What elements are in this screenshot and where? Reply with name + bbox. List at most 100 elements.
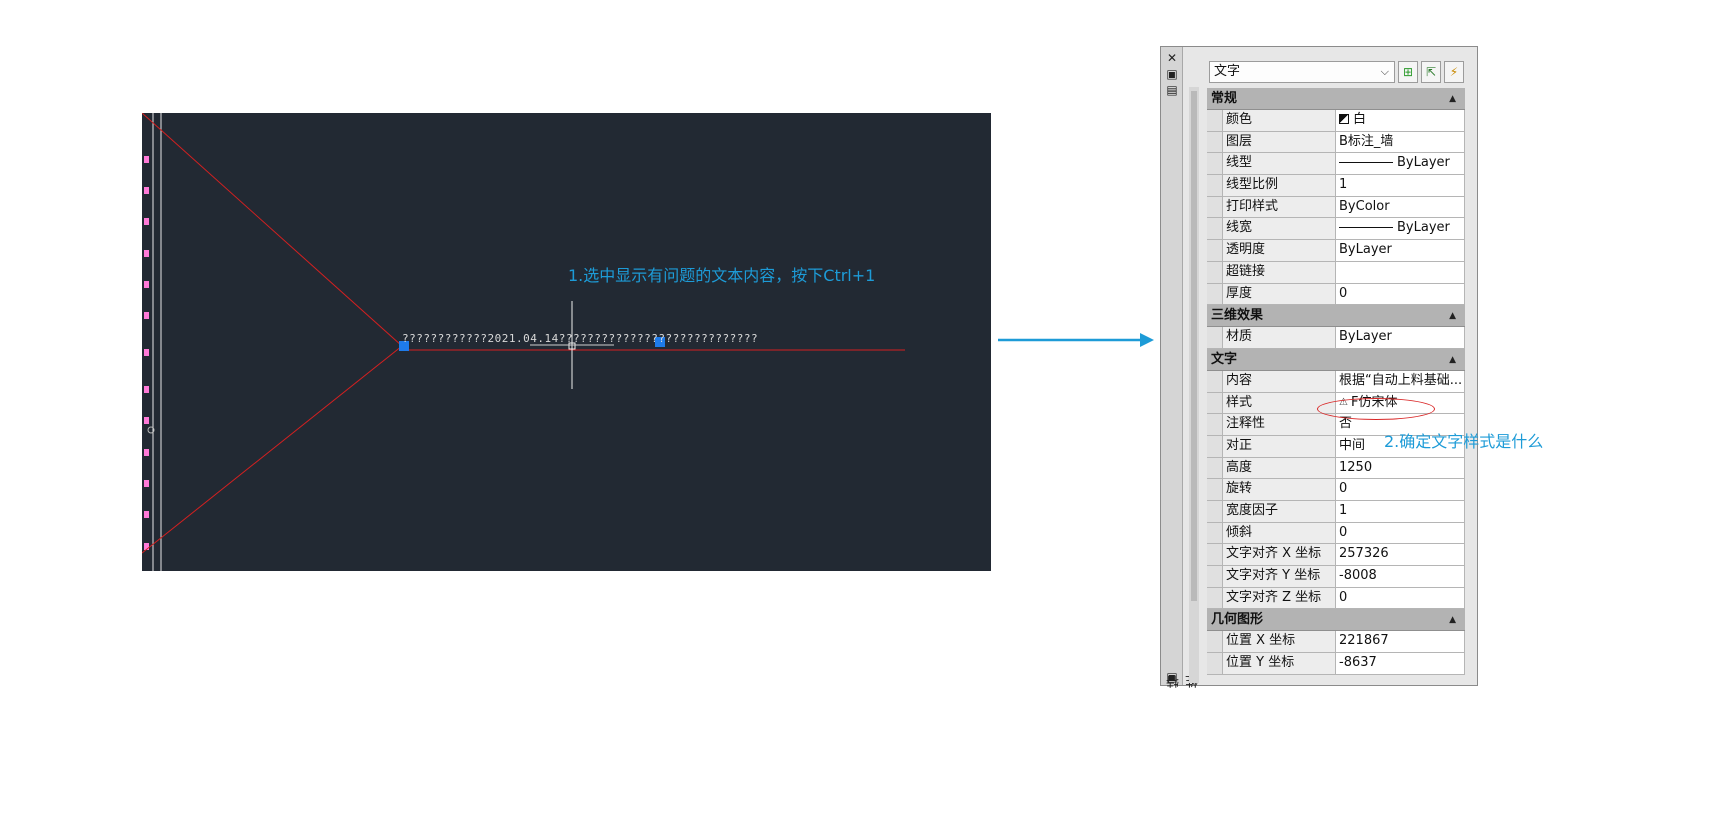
row-gutter: [1207, 414, 1223, 435]
property-name: 宽度因子: [1223, 501, 1336, 522]
garbled-text-object[interactable]: ????????????2021.04.14??????????????????…: [402, 332, 759, 345]
property-name: 颜色: [1223, 110, 1336, 131]
step2-annotation: 2.确定文字样式是什么: [1384, 432, 1544, 451]
scrollbar[interactable]: [1189, 87, 1199, 683]
property-value[interactable]: 0: [1336, 283, 1465, 305]
property-name: 透明度: [1223, 240, 1336, 261]
property-value[interactable]: 白: [1336, 110, 1465, 131]
property-value[interactable]: [1336, 261, 1465, 283]
palette-settings-icon[interactable]: ▣: [1166, 670, 1178, 684]
object-type-select[interactable]: 文字 ⌵: [1209, 61, 1395, 83]
property-value[interactable]: ByColor: [1336, 196, 1465, 218]
property-value[interactable]: ByLayer: [1336, 218, 1465, 240]
property-value-text: B标注_墙: [1339, 133, 1394, 149]
property-value[interactable]: 221867: [1336, 631, 1465, 653]
property-value[interactable]: 1: [1336, 501, 1465, 522]
property-value-text: 1250: [1339, 459, 1373, 475]
cad-drawing-viewport[interactable]: ????????????2021.04.14??????????????????…: [142, 113, 991, 571]
property-row[interactable]: 颜色白: [1207, 110, 1465, 132]
property-name: 超链接: [1223, 261, 1336, 283]
left-edge-markers: [144, 156, 149, 550]
quick-select-icon[interactable]: ⚡: [1444, 61, 1464, 83]
property-row[interactable]: 超链接: [1207, 261, 1465, 284]
category-title: 文字: [1211, 351, 1238, 367]
property-value[interactable]: 根据“自动上料基础...: [1336, 370, 1465, 392]
property-value[interactable]: 0: [1336, 587, 1465, 609]
property-value-text: -8637: [1339, 655, 1377, 671]
property-row[interactable]: 对正中间: [1207, 435, 1465, 458]
autohide-icon[interactable]: ▣: [1166, 67, 1178, 81]
collapse-caret-icon[interactable]: ▲: [1449, 311, 1456, 322]
category-header[interactable]: 三维效果▲: [1207, 305, 1465, 328]
row-gutter: [1207, 131, 1223, 153]
property-value[interactable]: -8008: [1336, 566, 1465, 587]
toggle-pickadd-icon[interactable]: ⊞: [1398, 61, 1418, 83]
property-value[interactable]: 1: [1336, 175, 1465, 196]
select-objects-icon[interactable]: ⇱: [1421, 61, 1441, 83]
palette-titlebar[interactable]: ✕ ▣ ▤ 特性 ▣: [1161, 47, 1201, 688]
property-value[interactable]: ByLayer: [1336, 240, 1465, 261]
property-value[interactable]: 1250: [1336, 457, 1465, 479]
property-name: 文字对齐 Y 坐标: [1223, 566, 1336, 587]
collapse-caret-icon[interactable]: ▲: [1449, 354, 1456, 365]
style-highlight-ellipse: [1317, 398, 1435, 420]
collapse-caret-icon[interactable]: ▲: [1449, 94, 1456, 104]
property-name: 位置 Y 坐标: [1223, 653, 1336, 674]
property-value[interactable]: 257326: [1336, 544, 1465, 566]
property-value[interactable]: ByLayer: [1336, 153, 1465, 175]
property-name: 对正: [1223, 435, 1336, 457]
text-insertion-grip[interactable]: [399, 341, 409, 351]
text-alignment-grip[interactable]: [655, 337, 665, 347]
row-gutter: [1207, 196, 1223, 218]
close-icon[interactable]: ✕: [1166, 51, 1178, 65]
property-name: 线型比例: [1223, 175, 1336, 196]
category-title: 常规: [1211, 91, 1238, 106]
scrollbar-thumb[interactable]: [1191, 91, 1197, 601]
property-value[interactable]: 0: [1336, 522, 1465, 544]
properties-menu-icon[interactable]: ▤: [1166, 83, 1178, 97]
crosshair-pickbox: [568, 342, 576, 350]
linetype-glyph-icon: [1339, 162, 1393, 164]
property-name: 高度: [1223, 457, 1336, 479]
row-gutter: [1207, 153, 1223, 175]
property-value-text: 257326: [1339, 546, 1389, 562]
property-row[interactable]: 文字对齐 Y 坐标-8008: [1207, 566, 1465, 588]
red-line-lower: [142, 345, 403, 554]
property-value-text: 中间: [1339, 437, 1366, 453]
collapse-caret-icon[interactable]: ▲: [1449, 615, 1456, 626]
property-row[interactable]: 内容根据“自动上料基础...: [1207, 370, 1465, 393]
property-value-text: 221867: [1339, 633, 1389, 649]
property-row[interactable]: 注释性否: [1207, 414, 1465, 436]
property-value[interactable]: -8637: [1336, 653, 1465, 674]
property-name: 打印样式: [1223, 196, 1336, 218]
property-value[interactable]: 0: [1336, 479, 1465, 500]
property-value-text: 0: [1339, 589, 1348, 605]
property-name: 材质: [1223, 327, 1336, 348]
property-value-text: 0: [1339, 481, 1348, 497]
category-header[interactable]: 文字 ▲: [1207, 348, 1465, 371]
property-value-text: 1: [1339, 503, 1348, 518]
category-header[interactable]: 几何图形▲: [1207, 609, 1465, 632]
row-gutter: [1207, 587, 1223, 609]
category-header[interactable]: 常规 ▲: [1207, 88, 1465, 110]
property-name: 线型: [1223, 153, 1336, 175]
property-value[interactable]: 中间: [1336, 435, 1465, 457]
property-row[interactable]: 位置 Y 坐标-8637: [1207, 653, 1465, 675]
property-value[interactable]: ByLayer: [1336, 327, 1465, 348]
property-value[interactable]: B标注_墙: [1336, 131, 1465, 153]
